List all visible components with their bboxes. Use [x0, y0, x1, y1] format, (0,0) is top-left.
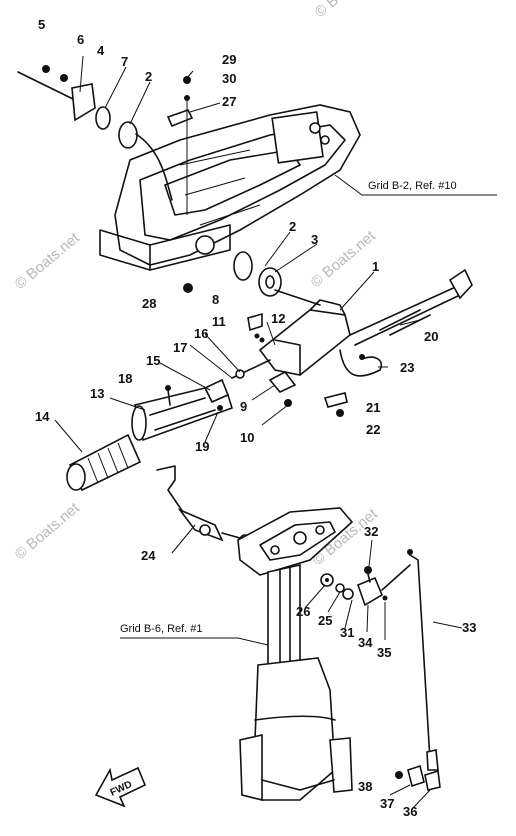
throttle-shaft — [131, 359, 271, 442]
callout-3: 3 — [311, 232, 318, 247]
callout-37: 37 — [380, 796, 394, 811]
linkage-parts — [320, 566, 388, 607]
callout-14: 14 — [35, 409, 50, 424]
callout-31: 31 — [340, 625, 354, 640]
callout-26: 26 — [296, 604, 310, 619]
callout-5: 5 — [38, 17, 45, 32]
callout-21: 21 — [366, 400, 380, 415]
watermark-1: © Boats.net — [12, 229, 84, 293]
callout-16: 16 — [194, 326, 208, 341]
choke-cable-assembly — [17, 65, 173, 201]
callouts: 5 6 4 7 2 29 30 27 2 3 1 28 8 11 12 20 1… — [35, 17, 476, 819]
callout-2: 2 — [145, 69, 152, 84]
callout-33: 33 — [462, 620, 476, 635]
callout-8: 8 — [212, 292, 219, 307]
reference-grid-b6: Grid B-6, Ref. #1 — [120, 623, 203, 635]
callout-15: 15 — [146, 353, 160, 368]
callout-29: 29 — [222, 52, 236, 67]
reference-leaders — [120, 174, 497, 646]
throttle-arm — [156, 465, 251, 546]
hardware-9-10-21-22-23 — [268, 349, 383, 417]
steering-bracket — [237, 507, 354, 576]
callout-27: 27 — [222, 94, 236, 109]
callout-24: 24 — [141, 548, 156, 563]
watermark-5: © Boats.net — [312, 0, 384, 21]
callout-36: 36 — [403, 804, 417, 819]
callout-28: 28 — [142, 296, 156, 311]
callout-12: 12 — [271, 311, 285, 326]
callout-38: 38 — [358, 779, 372, 794]
callout-6: 6 — [77, 32, 84, 47]
bottom-cowling — [99, 104, 361, 271]
callout-18: 18 — [118, 371, 132, 386]
grommet-washer-2-3 — [183, 251, 282, 297]
callout-22: 22 — [366, 422, 380, 437]
callout-25: 25 — [318, 613, 332, 628]
callout-7: 7 — [121, 54, 128, 69]
callout-9: 9 — [240, 399, 247, 414]
callout-17: 17 — [173, 340, 187, 355]
throttle-grip — [66, 433, 142, 492]
callout-34: 34 — [358, 635, 373, 650]
callout-2-lower: 2 — [289, 219, 296, 234]
callout-4: 4 — [97, 43, 105, 58]
small-parts-8-11-12 — [247, 312, 265, 343]
forward-arrow: FWD — [94, 766, 147, 808]
callout-20: 20 — [424, 329, 438, 344]
callout-leaders — [54, 55, 463, 809]
callout-1: 1 — [372, 259, 379, 274]
shift-rod — [381, 549, 441, 791]
throttle-housing — [258, 268, 473, 376]
callout-13: 13 — [90, 386, 104, 401]
drive-shaft-housing — [239, 564, 353, 802]
callout-23: 23 — [400, 360, 414, 375]
callout-32: 32 — [364, 524, 378, 539]
callout-35: 35 — [377, 645, 391, 660]
watermark-2: © Boats.net — [308, 227, 380, 291]
callout-10: 10 — [240, 430, 254, 445]
callout-11: 11 — [212, 314, 226, 329]
callout-30: 30 — [222, 71, 236, 86]
watermark-3: © Boats.net — [12, 499, 84, 563]
callout-19: 19 — [195, 439, 209, 454]
clamp-parts-27-29-30 — [166, 76, 194, 215]
reference-grid-b2: Grid B-2, Ref. #10 — [368, 180, 457, 192]
